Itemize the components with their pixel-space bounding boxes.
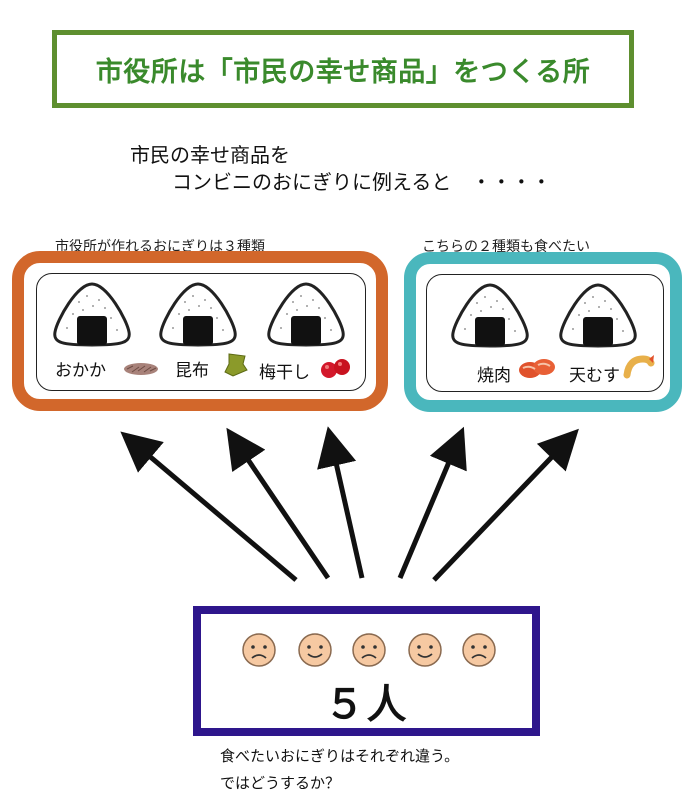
onigiri-icon xyxy=(53,282,131,347)
title-banner: 市役所は「市民の幸せ商品」をつくる所 xyxy=(52,30,634,108)
arrow-to-kombu xyxy=(226,427,331,580)
sad-face-icon xyxy=(242,633,276,667)
people-count: ５人 xyxy=(324,682,409,728)
footer-line-2: ではどうするか？ xyxy=(220,774,341,792)
intro-line-1: 市民の幸せ商品を xyxy=(130,143,290,167)
filling-label-tenmusu: 天むす xyxy=(569,366,620,386)
group-right-caption: こちらの２種類も食べたい xyxy=(422,239,590,255)
umeboshi-icon xyxy=(321,359,350,378)
arrow-to-umeboshi xyxy=(317,426,365,579)
city-hall-onigiri-group: おかか 昆布 梅干し xyxy=(12,251,388,411)
desired-onigiri-group: 焼肉 天むす xyxy=(404,252,682,412)
arrow-to-yakiniku xyxy=(397,426,467,579)
onigiri-icon xyxy=(267,282,345,347)
filling-label-kombu: 昆布 xyxy=(175,361,209,381)
kelp-icon xyxy=(224,353,248,377)
filling-label-okaka: おかか xyxy=(55,361,106,381)
onigiri-icon xyxy=(451,283,529,348)
group-left-inner-frame: おかか 昆布 梅干し xyxy=(36,273,366,391)
happy-face-icon xyxy=(408,633,442,667)
onigiri-icon xyxy=(159,282,237,347)
onigiri-icon xyxy=(559,283,637,348)
arrow-to-okaka xyxy=(120,431,298,582)
intro-line-2: コンビニのおにぎりに例えると ・・・・ xyxy=(172,170,552,194)
bonito-flakes-icon xyxy=(124,363,158,375)
grilled-meat-icon xyxy=(519,359,555,378)
group-right-inner-frame: 焼肉 天むす xyxy=(426,274,664,392)
citizens-box xyxy=(193,606,540,736)
sad-face-icon xyxy=(462,633,496,667)
arrow-to-tenmusu xyxy=(432,428,579,582)
page-title: 市役所は「市民の幸せ商品」をつくる所 xyxy=(95,56,591,88)
shrimp-tempura-icon xyxy=(623,355,655,379)
happy-face-icon xyxy=(298,633,332,667)
filling-label-yakiniku: 焼肉 xyxy=(477,366,511,386)
sad-face-icon xyxy=(352,633,386,667)
filling-label-umeboshi: 梅干し xyxy=(259,363,310,383)
footer-line-1: 食べたいおにぎりはそれぞれ違う。 xyxy=(220,747,460,765)
